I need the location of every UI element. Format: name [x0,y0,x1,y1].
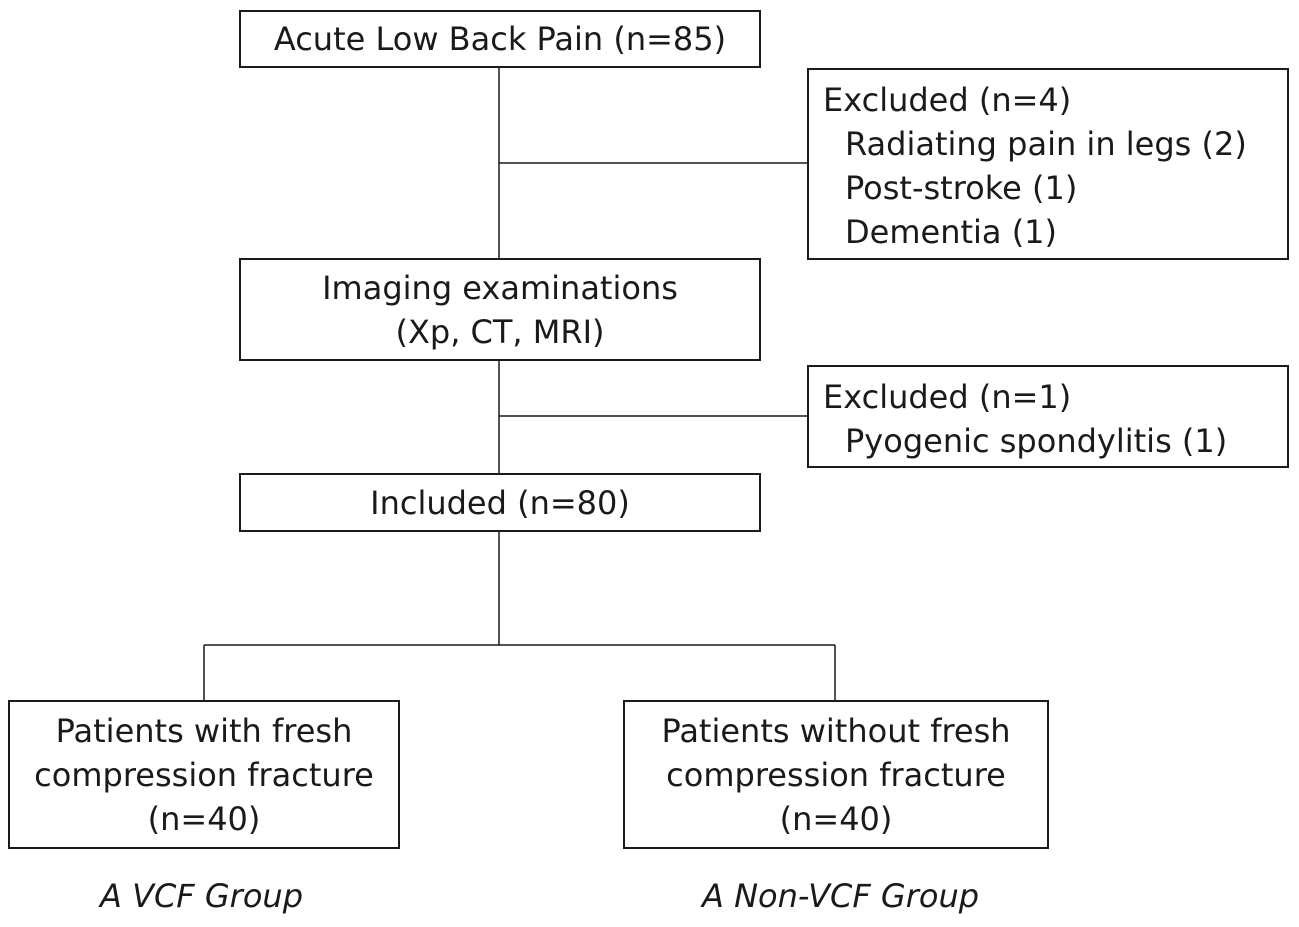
excluded-2-title: Excluded (n=1) [823,378,1072,416]
node-patients-vcf: Patients with fresh compression fracture… [8,700,400,849]
node-included: Included (n=80) [239,473,761,532]
vcf-group-label: A VCF Group [100,877,303,915]
node-acute-low-back-pain: Acute Low Back Pain (n=85) [239,10,761,68]
vcf-line: Patients with fresh [55,711,353,750]
imaging-line: Imaging examinations [322,268,678,307]
included-text: Included (n=80) [370,483,630,522]
non-vcf-group-label: A Non-VCF Group [702,877,980,915]
node-acute-text: Acute Low Back Pain (n=85) [273,20,727,58]
imaging-line: (Xp, CT, MRI) [395,312,605,351]
node-excluded-1: Excluded (n=4) Radiating pain in legs (2… [807,68,1289,260]
nonvcf-line: (n=40) [779,799,893,838]
excluded-1-item: Dementia (1) [845,213,1058,251]
nonvcf-line: Patients without fresh [661,711,1011,750]
excluded-1-title: Excluded (n=4) [823,81,1072,119]
excluded-1-item: Post-stroke (1) [845,169,1078,207]
vcf-line: (n=40) [147,799,261,838]
node-imaging-examinations: Imaging examinations (Xp, CT, MRI) [239,258,761,361]
excluded-2-item: Pyogenic spondylitis (1) [845,422,1228,460]
nonvcf-line: compression fracture [666,755,1006,794]
node-patients-non-vcf: Patients without fresh compression fract… [623,700,1049,849]
node-excluded-2: Excluded (n=1) Pyogenic spondylitis (1) [807,365,1289,468]
vcf-line: compression fracture [34,755,374,794]
excluded-1-item: Radiating pain in legs (2) [845,125,1247,163]
